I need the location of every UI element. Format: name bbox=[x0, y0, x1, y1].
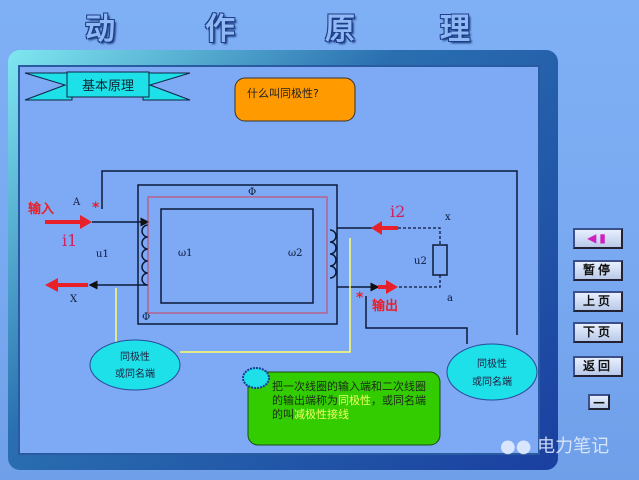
banner-label: 基本原理 bbox=[82, 79, 134, 94]
diagram-label: * bbox=[356, 290, 364, 306]
diagram-shape bbox=[160, 208, 314, 304]
title-char: 原 bbox=[325, 12, 355, 47]
diagram-label: 同极性 bbox=[477, 357, 507, 370]
diagram-label: u2 bbox=[414, 256, 427, 267]
note-highlight-subtractive: 减极性接线 bbox=[294, 408, 349, 421]
note-highlight-same-polarity: 同极性 bbox=[338, 394, 371, 407]
starburst-icon bbox=[242, 367, 270, 389]
diagram-shape: A X x a u1 u2 ω1 ω2 Φ Φ bbox=[70, 187, 453, 323]
minimize-button[interactable]: — bbox=[588, 394, 610, 410]
diagram-shape bbox=[142, 72, 191, 101]
diagram-shape bbox=[66, 71, 150, 98]
flux-path bbox=[147, 196, 328, 314]
diagram-shape bbox=[80, 215, 92, 229]
load-resistor bbox=[432, 244, 448, 276]
same-polarity-bubble-1 bbox=[89, 339, 181, 391]
diagram-label: 或同名端 bbox=[472, 375, 512, 388]
question-box bbox=[234, 77, 356, 122]
input-label: 输入 bbox=[28, 201, 54, 217]
diagram-label: x bbox=[445, 212, 451, 223]
sound-button[interactable]: ◀▮ bbox=[573, 228, 623, 249]
note-text-block: 把一次线圈的输入端和二次线圈的输出端称为同极性，或同名端的叫减极性接线 bbox=[272, 380, 432, 422]
diagram-label: i1 bbox=[62, 231, 77, 250]
banner-ribbon: 基本原理 bbox=[24, 71, 191, 101]
diagram-label: 同极性 bbox=[120, 350, 150, 363]
diagram-label: a bbox=[447, 293, 453, 304]
watermark: ●● 电力笔记 bbox=[500, 436, 610, 457]
title-char: 动 bbox=[85, 12, 115, 47]
next-page-button[interactable]: 下页 bbox=[573, 322, 623, 343]
diagram-label: * bbox=[92, 200, 100, 216]
pause-button[interactable]: 暂停 bbox=[573, 260, 623, 281]
diagram-shape bbox=[371, 221, 382, 235]
diagram-label: 或同名端 bbox=[115, 367, 155, 380]
title-char: 理 bbox=[440, 12, 470, 47]
diagram-label: A bbox=[72, 197, 81, 208]
diagram-shape: i1 i2 bbox=[62, 202, 405, 250]
output-label: 输出 bbox=[372, 298, 398, 314]
diagram-label: i2 bbox=[390, 202, 405, 221]
diagram-label: ω2 bbox=[288, 248, 303, 259]
question-text: 什么叫同极性? bbox=[247, 86, 319, 100]
diagram-shape bbox=[180, 238, 351, 353]
note-text-2: ，或同名端的叫 bbox=[272, 394, 426, 421]
diagram-shape bbox=[398, 227, 441, 245]
diagram-label: X bbox=[70, 294, 78, 305]
diagram-shape bbox=[398, 275, 441, 288]
diagram-shape: 输入 输出 * * bbox=[28, 200, 398, 314]
diagram-shape bbox=[45, 278, 58, 292]
diagram-shape bbox=[115, 238, 351, 353]
same-polarity-bubble-2 bbox=[446, 343, 538, 401]
diagram-label: Φ bbox=[142, 312, 150, 323]
diagram-shape bbox=[386, 280, 398, 294]
diagram-shape bbox=[329, 229, 337, 279]
diagram-shape bbox=[24, 72, 73, 101]
diagram-label: Φ bbox=[248, 187, 256, 198]
diagram-shape bbox=[45, 215, 398, 294]
diagram-shape bbox=[365, 296, 468, 344]
diagram-shape bbox=[137, 184, 338, 325]
diagram-shape bbox=[101, 170, 518, 335]
diagram-shape bbox=[141, 224, 149, 286]
speaker-icon: ◀▮ bbox=[587, 231, 609, 245]
diagram-shape bbox=[88, 170, 518, 344]
note-box bbox=[247, 371, 441, 446]
back-button[interactable]: 返回 bbox=[573, 356, 623, 377]
prev-page-button[interactable]: 上页 bbox=[573, 291, 623, 312]
diagram-label: u1 bbox=[96, 249, 109, 260]
title-char: 作 bbox=[205, 12, 235, 47]
note-text: 把一次线圈的输入端和二次线圈的输出端称为 bbox=[272, 380, 426, 407]
wechat-icon: ●● bbox=[500, 436, 532, 457]
diagram-label: ω1 bbox=[178, 248, 193, 259]
diagram-shape bbox=[398, 227, 441, 288]
